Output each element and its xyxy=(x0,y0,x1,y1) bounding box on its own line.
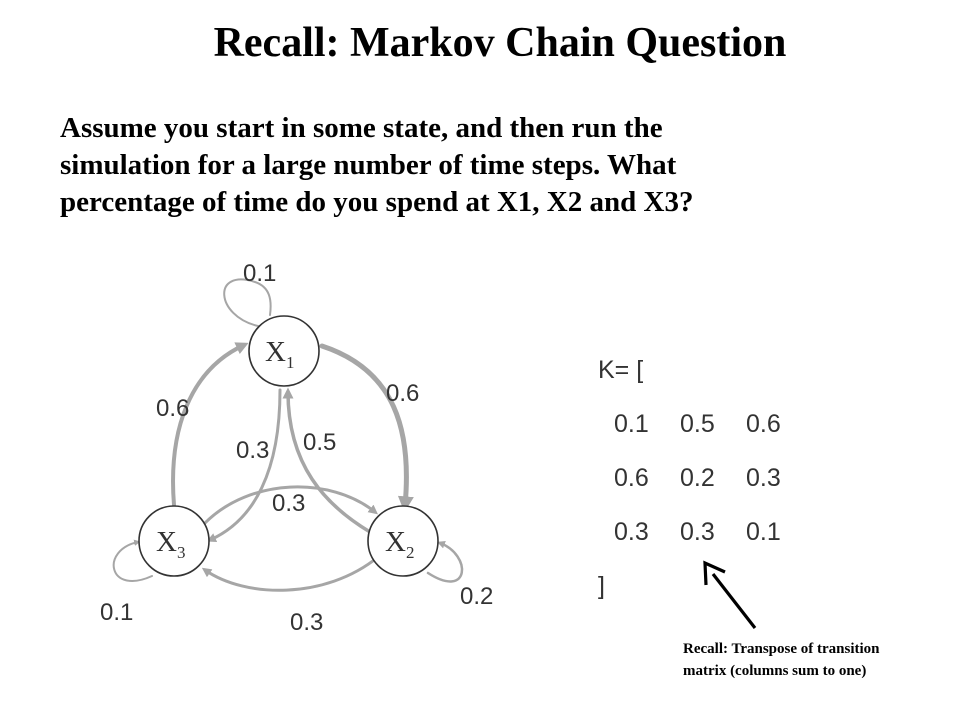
label-x2-to-x1: 0.5 xyxy=(303,429,336,456)
edge-x2-self xyxy=(426,540,464,583)
node-x2-subscript: 2 xyxy=(406,543,415,562)
matrix-close: ] xyxy=(598,572,605,600)
question-text: Assume you start in some state, and then… xyxy=(60,110,920,221)
question-line: Assume you start in some state, and then… xyxy=(60,112,663,144)
transpose-note: Recall: Transpose of transition matrix (… xyxy=(683,638,953,682)
node-x1-subscript: 1 xyxy=(286,353,295,372)
edge-x1-to-x3 xyxy=(206,388,282,543)
matrix-cell: 0.1 xyxy=(746,518,781,546)
label-x1-to-x3: 0.3 xyxy=(236,437,269,464)
edge-x3-self xyxy=(112,539,153,582)
svg-text:X3: X3 xyxy=(156,526,185,562)
matrix-cell: 0.1 xyxy=(614,410,649,438)
svg-text:X1: X1 xyxy=(265,336,294,372)
matrix-cell: 0.2 xyxy=(680,464,715,492)
edge-x2-to-x1 xyxy=(282,387,372,534)
edge-x1-to-x2 xyxy=(319,343,414,513)
node-x2: X2 xyxy=(367,505,439,577)
label-x1-to-x2: 0.6 xyxy=(386,380,419,407)
label-x3-to-x2: 0.3 xyxy=(272,490,305,517)
matrix-cell: 0.3 xyxy=(680,518,715,546)
matrix-open: K= [ xyxy=(598,356,643,384)
matrix-cell: 0.3 xyxy=(614,518,649,546)
node-x1: X1 xyxy=(248,315,320,387)
node-x3-label: X xyxy=(156,526,177,558)
edge-x1-self xyxy=(223,278,272,327)
node-x1-label: X xyxy=(265,336,286,368)
label-x3-to-x1: 0.6 xyxy=(156,395,189,422)
label-x2-to-x3: 0.3 xyxy=(290,609,323,636)
label-x1-self: 0.1 xyxy=(243,260,276,287)
matrix-cell: 0.3 xyxy=(746,464,781,492)
question-line: simulation for a large number of time st… xyxy=(60,149,677,181)
label-x3-self: 0.1 xyxy=(100,599,133,626)
node-x2-label: X xyxy=(385,526,406,558)
edge-x2-to-x3 xyxy=(201,555,380,592)
question-line: percentage of time do you spend at X1, X… xyxy=(60,186,694,218)
slide-title: Recall: Markov Chain Question xyxy=(213,20,787,66)
matrix-cell: 0.6 xyxy=(746,410,781,438)
note-line: Recall: Transpose of transition xyxy=(683,641,880,657)
matrix-k: K= [ 0.1 0.5 0.6 0.6 0.2 0.3 0.3 0.3 0.1… xyxy=(598,356,781,600)
edge-x3-to-x1 xyxy=(171,342,249,507)
svg-text:X2: X2 xyxy=(385,526,414,562)
note-line: matrix (columns sum to one) xyxy=(683,663,867,679)
node-x3-subscript: 3 xyxy=(177,543,186,562)
node-x3: X3 xyxy=(138,505,210,577)
pointer-arrow xyxy=(703,560,757,629)
matrix-cell: 0.6 xyxy=(614,464,649,492)
edge-x3-to-x2 xyxy=(203,485,379,525)
matrix-cell: 0.5 xyxy=(680,410,715,438)
label-x2-self: 0.2 xyxy=(460,583,493,610)
